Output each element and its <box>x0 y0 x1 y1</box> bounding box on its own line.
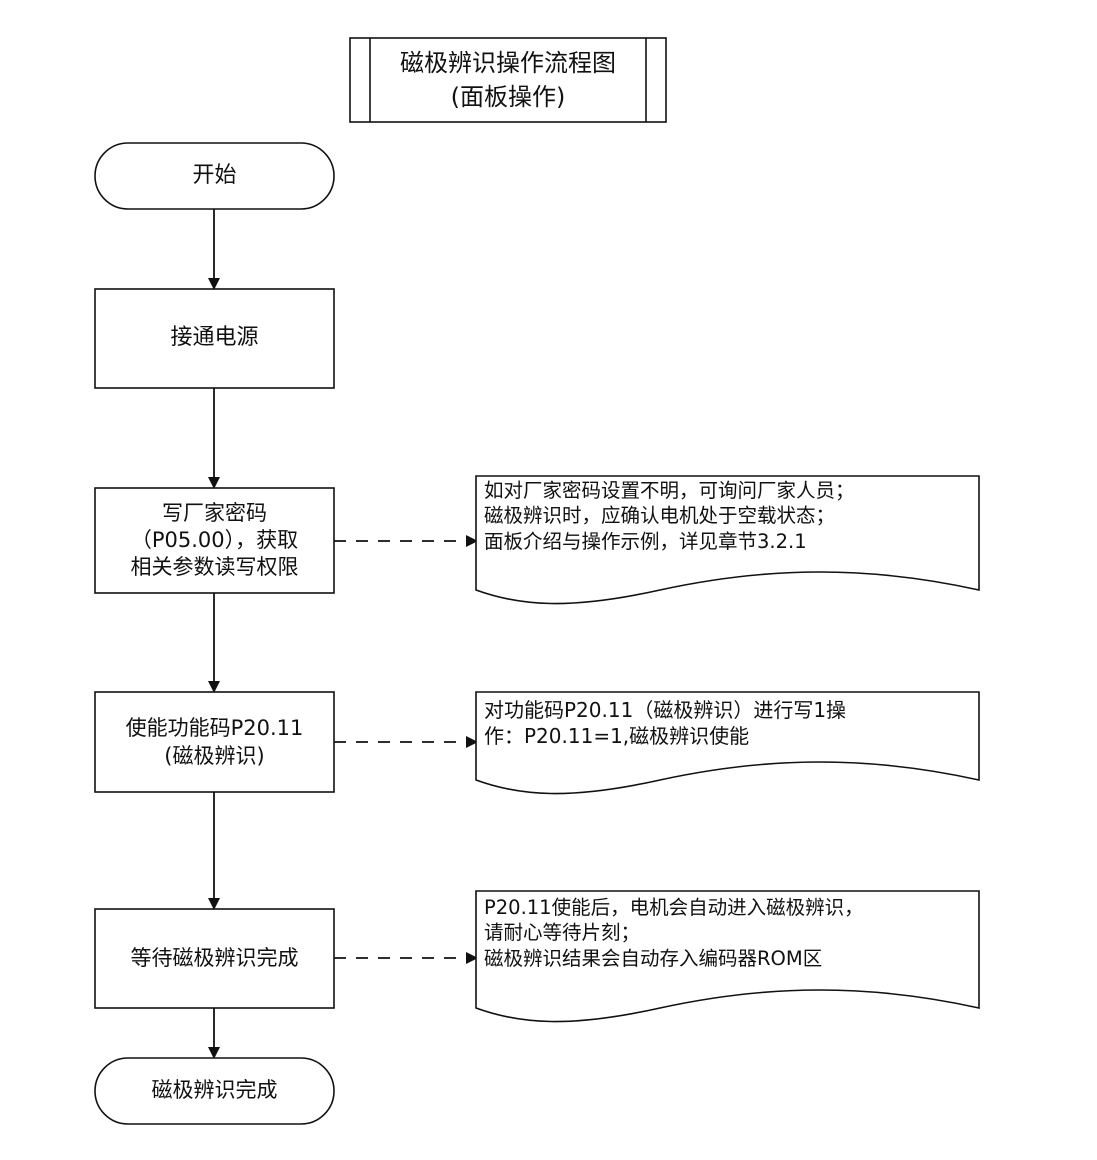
enable-code-line-2: (磁极辨识) <box>164 744 265 768</box>
write-password-line-1: 写厂家密码 <box>162 500 267 525</box>
enable-note-line-1: 对功能码P20.11（磁极辨识）进行写1操 <box>484 698 847 722</box>
power-on-label: 接通电源 <box>95 289 334 388</box>
diagram-title: 磁极辨识操作流程图 (面板操作) <box>370 40 646 122</box>
password-note-text: 如对厂家密码设置不明，可询问厂家人员； 磁极辨识时，应确认电机处于空载状态； 面… <box>484 478 979 554</box>
title-line-1: 磁极辨识操作流程图 <box>400 49 616 78</box>
wait-note-line-1: P20.11使能后，电机会自动进入磁极辨识， <box>484 896 864 919</box>
start-text: 开始 <box>192 162 237 188</box>
wait-note-line-2: 请耐心等待片刻； <box>484 921 641 945</box>
start-label: 开始 <box>95 143 334 209</box>
enable-code-label: 使能功能码P20.11 (磁极辨识) <box>95 692 334 792</box>
end-label: 磁极辨识完成 <box>95 1058 334 1124</box>
title-line-2: (面板操作) <box>450 83 566 111</box>
write-password-label: 写厂家密码 （P05.00），获取 相关参数读写权限 <box>95 488 334 593</box>
end-text: 磁极辨识完成 <box>151 1078 278 1103</box>
wait-note-shape <box>475 890 980 1023</box>
title-box <box>349 37 667 123</box>
enable-note-shape <box>475 691 980 795</box>
wait-note-text: P20.11使能后，电机会自动进入磁极辨识， 请耐心等待片刻； 磁极辨识结果会自… <box>484 895 979 971</box>
wait-note-line-3: 磁极辨识结果会自动存入编码器ROM区 <box>484 946 823 970</box>
password-note-shape <box>475 475 980 605</box>
password-note-line-1: 如对厂家密码设置不明，可询问厂家人员； <box>484 479 855 502</box>
enable-code-line-1: 使能功能码P20.11 <box>125 715 304 740</box>
password-note-line-2: 磁极辨识时，应确认电机处于空载状态； <box>484 504 836 528</box>
wait-text: 等待磁极辨识完成 <box>130 945 299 970</box>
enable-note-line-2: 作：P20.11=1,磁极辨识使能 <box>484 724 750 748</box>
wait-label: 等待磁极辨识完成 <box>95 909 334 1008</box>
write-password-line-3: 相关参数读写权限 <box>130 555 299 580</box>
power-on-text: 接通电源 <box>170 325 259 351</box>
password-note-line-3: 面板介绍与操作示例，详见章节3.2.1 <box>484 529 807 553</box>
enable-note-text: 对功能码P20.11（磁极辨识）进行写1操 作：P20.11=1,磁极辨识使能 <box>484 697 979 749</box>
write-password-line-2: （P05.00），获取 <box>130 527 299 552</box>
